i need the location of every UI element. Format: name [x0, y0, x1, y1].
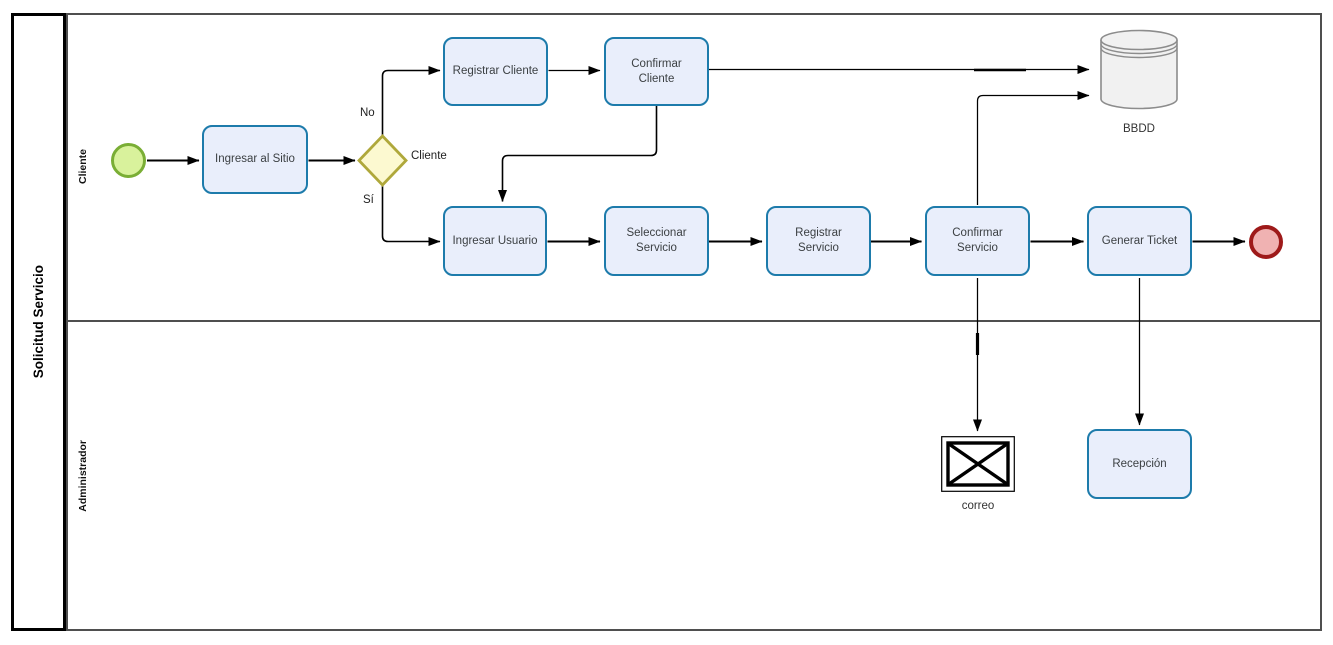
gateway-branch-yes: Sí [363, 194, 374, 206]
lane-divider [66, 320, 1322, 322]
end-event[interactable] [1249, 225, 1283, 259]
task-confirmar-servicio[interactable]: Confirmar Servicio [925, 206, 1030, 276]
task-generar-ticket[interactable]: Generar Ticket [1087, 206, 1192, 276]
task-ingresar-al-sitio[interactable]: Ingresar al Sitio [202, 125, 308, 194]
task-label: Registrar Servicio [795, 227, 842, 254]
pool-header: Solicitud Servicio [11, 13, 66, 631]
gateway-label: Cliente [411, 150, 447, 162]
task-label: Recepción [1112, 457, 1167, 470]
exclusive-gateway[interactable] [356, 133, 409, 188]
message-label: correo [961, 500, 995, 512]
datastore-label: BBDD [1123, 123, 1155, 135]
task-recepcion[interactable]: Recepción [1087, 429, 1192, 499]
datastore-bbdd[interactable] [1099, 29, 1179, 111]
task-label: Ingresar al Sitio [215, 153, 295, 166]
task-ingresar-usuario[interactable]: Ingresar Usuario [443, 206, 547, 276]
task-label: Confirmar Cliente [631, 57, 682, 85]
message-correo-icon[interactable] [941, 436, 1015, 492]
task-registrar-cliente[interactable]: Registrar Cliente [443, 37, 548, 106]
task-registrar-servicio[interactable]: Registrar Servicio [766, 206, 871, 276]
task-confirmar-cliente[interactable]: Confirmar Cliente [604, 37, 709, 106]
task-label: Seleccionar Servicio [626, 227, 687, 254]
task-seleccionar-servicio[interactable]: Seleccionar Servicio [604, 206, 709, 276]
task-label: Ingresar Usuario [452, 234, 538, 247]
lanes-container [66, 13, 1322, 631]
task-label: Generar Ticket [1101, 234, 1178, 247]
task-label: Confirmar Servicio [952, 227, 1003, 254]
gateway-branch-no: No [360, 107, 375, 119]
start-event[interactable] [111, 143, 146, 178]
task-label: Registrar Cliente [452, 65, 539, 78]
